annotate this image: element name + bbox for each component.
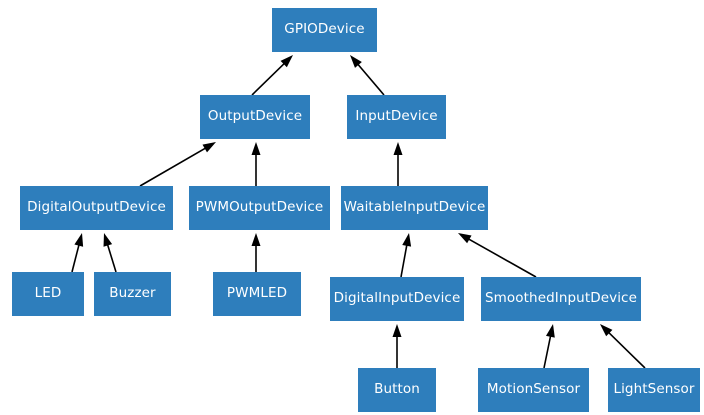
edge-arrowhead	[350, 55, 362, 68]
edge-arrowhead	[202, 142, 216, 153]
edge-arrowhead	[280, 55, 293, 68]
class-node-label: Buzzer	[109, 285, 156, 302]
edge-arrowhead	[545, 324, 555, 338]
edge-line	[106, 243, 117, 273]
edge-line	[400, 243, 408, 278]
edge-arrowhead	[392, 324, 402, 337]
edge-arrowhead	[251, 233, 261, 246]
inheritance-arrow-smoothedinputdevice-to-waitableinputdevice	[458, 233, 537, 278]
class-node-lightsensor[interactable]: LightSensor	[608, 368, 700, 412]
class-node-outputdevice[interactable]: OutputDevice	[200, 95, 310, 139]
class-node-label: DigitalInputDevice	[333, 290, 461, 307]
inheritance-arrow-pwmled-to-pwmoutputdevice	[251, 233, 261, 272]
class-node-label: Button	[374, 381, 420, 398]
edge-line	[356, 62, 385, 96]
class-node-buzzer[interactable]: Buzzer	[94, 272, 171, 316]
class-node-digitaloutputdevice[interactable]: DigitalOutputDevice	[20, 186, 173, 230]
class-node-motionsensor[interactable]: MotionSensor	[478, 368, 589, 412]
class-node-label: LightSensor	[613, 381, 695, 398]
class-node-label: LED	[34, 285, 62, 302]
class-node-inputdevice[interactable]: InputDevice	[347, 95, 446, 139]
inheritance-arrow-led-to-digitaloutputdevice	[71, 233, 84, 273]
edge-line	[71, 243, 81, 273]
edge-line	[251, 62, 286, 96]
inheritance-arrow-lightsensor-to-smoothedinputdevice	[600, 324, 646, 369]
edge-arrowhead	[458, 233, 472, 244]
class-node-label: InputDevice	[355, 108, 438, 125]
class-node-button[interactable]: Button	[358, 368, 436, 412]
edge-line	[467, 237, 537, 278]
inheritance-arrow-inputdevice-to-gpiodevice	[350, 55, 385, 96]
edge-line	[543, 334, 552, 369]
class-node-waitableinputdevice[interactable]: WaitableInputDevice	[341, 186, 488, 230]
class-node-smoothedinputdevice[interactable]: SmoothedInputDevice	[481, 277, 641, 321]
edge-line	[607, 331, 646, 369]
inheritance-arrow-motionsensor-to-smoothedinputdevice	[543, 324, 555, 369]
inheritance-arrow-button-to-digitalinputdevice	[392, 324, 402, 368]
inheritance-arrow-pwmoutputdevice-to-outputdevice	[251, 142, 261, 186]
class-node-label: DigitalOutputDevice	[27, 199, 166, 216]
edge-arrowhead	[600, 324, 613, 337]
inheritance-arrow-digitalinputdevice-to-waitableinputdevice	[400, 233, 412, 278]
edge-arrowhead	[402, 233, 412, 247]
class-node-label: PWMLED	[226, 285, 288, 302]
inheritance-arrow-waitableinputdevice-to-inputdevice	[393, 142, 403, 186]
class-node-gpiodevice[interactable]: GPIODevice	[272, 8, 377, 52]
edge-arrowhead	[251, 142, 261, 155]
class-node-label: GPIODevice	[284, 21, 365, 38]
class-node-led[interactable]: LED	[12, 272, 84, 316]
edge-line	[139, 146, 207, 187]
edge-arrowhead	[393, 142, 403, 155]
class-node-label: PWMOutputDevice	[195, 199, 324, 216]
class-node-label: OutputDevice	[207, 108, 303, 125]
class-node-label: MotionSensor	[486, 381, 581, 398]
class-node-pwmled[interactable]: PWMLED	[213, 272, 301, 316]
inheritance-arrow-digitaloutputdevice-to-outputdevice	[139, 142, 216, 187]
class-node-label: WaitableInputDevice	[343, 199, 486, 216]
edge-arrowhead	[74, 233, 84, 247]
class-node-label: SmoothedInputDevice	[485, 290, 637, 307]
inheritance-arrow-buzzer-to-digitaloutputdevice	[103, 233, 117, 273]
inheritance-arrow-outputdevice-to-gpiodevice	[251, 55, 293, 96]
class-node-pwmoutputdevice[interactable]: PWMOutputDevice	[189, 186, 330, 230]
class-node-digitalinputdevice[interactable]: DigitalInputDevice	[330, 277, 464, 321]
edge-arrowhead	[103, 233, 113, 247]
